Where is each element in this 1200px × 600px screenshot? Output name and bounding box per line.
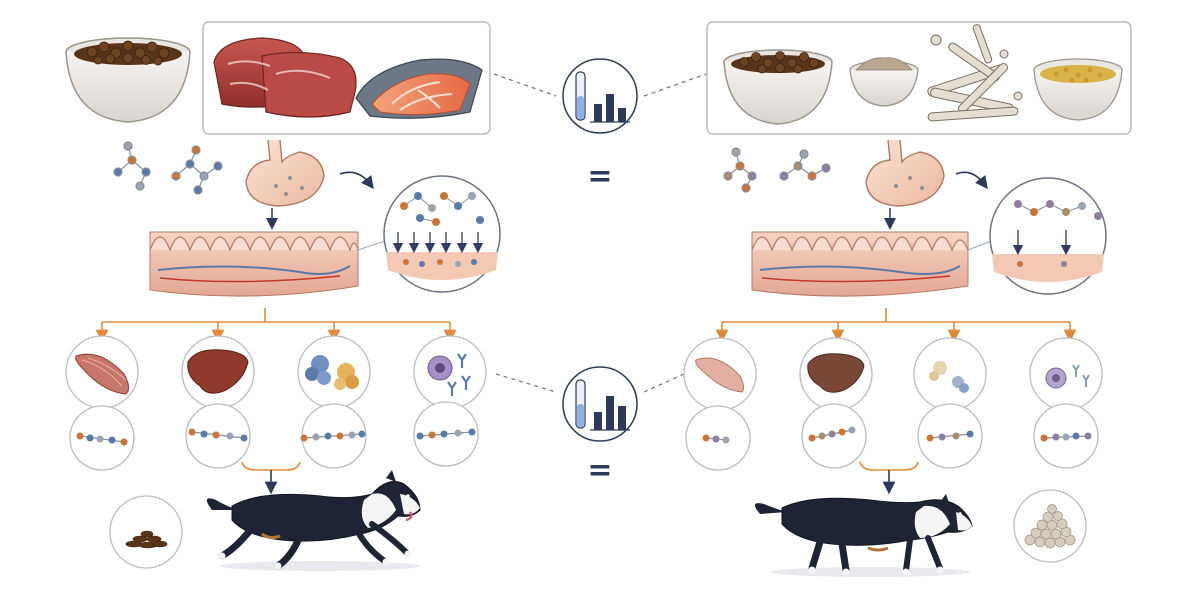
target-muscle-left xyxy=(65,335,139,409)
absorption-zoom-right xyxy=(989,177,1107,295)
kibble-bowl-left xyxy=(65,37,191,123)
target-muscle-right xyxy=(683,337,757,411)
stomach-icon-right xyxy=(865,139,945,207)
active-dog-illustration xyxy=(206,470,421,571)
target-liver-right xyxy=(799,337,873,411)
target-liver-left xyxy=(181,335,255,409)
tired-dog-illustration xyxy=(754,494,973,577)
target-immune-cells-right xyxy=(1029,337,1103,411)
dotted-connector-bottom-left xyxy=(495,373,557,393)
dotted-connector-bottom-right xyxy=(643,373,685,393)
peptide-chains-left xyxy=(69,401,479,471)
amino-acid-molecules-left xyxy=(113,141,223,195)
zoom-arrow-left xyxy=(339,171,374,190)
dotted-connector-top-right xyxy=(643,73,707,97)
small-stool-left xyxy=(109,495,183,569)
raw-meat-icon xyxy=(213,37,357,118)
kibble-bowl-right xyxy=(723,49,833,125)
right-panel xyxy=(683,21,1132,577)
peptide-chains-right xyxy=(685,403,1099,471)
left-panel xyxy=(65,21,501,571)
center-comparison: = = xyxy=(493,58,707,488)
amino-acid-molecules-right xyxy=(723,147,831,193)
dotted-connector-top-left xyxy=(493,73,557,97)
bones-byproducts-pile xyxy=(927,24,1023,122)
intestine-villi-right xyxy=(751,231,969,297)
zoom-connector-left xyxy=(357,239,389,251)
target-enzymes-left xyxy=(297,335,371,409)
meal-powder-bowl xyxy=(849,57,919,107)
equals-sign-bottom: = xyxy=(587,453,612,488)
target-enzymes-right xyxy=(913,337,987,411)
zoom-arrow-right xyxy=(955,171,988,190)
outcome-bracket-left xyxy=(241,461,301,495)
large-stool-right xyxy=(1013,489,1087,563)
grain-legume-bowl xyxy=(1033,58,1123,121)
intestine-villi-left xyxy=(149,231,359,297)
outcome-bracket-right xyxy=(859,461,919,495)
stomach-icon-left xyxy=(245,139,325,207)
target-immune-cells-left xyxy=(413,335,487,409)
lab-analysis-icon-top xyxy=(562,58,638,134)
distribution-bracket-right xyxy=(715,308,1077,343)
distribution-bracket-left xyxy=(95,308,457,343)
absorption-zoom-left xyxy=(383,175,501,293)
salmon-fillet-icon xyxy=(355,58,483,119)
lab-analysis-icon-bottom xyxy=(562,366,638,442)
equals-sign-top: = xyxy=(587,159,612,194)
